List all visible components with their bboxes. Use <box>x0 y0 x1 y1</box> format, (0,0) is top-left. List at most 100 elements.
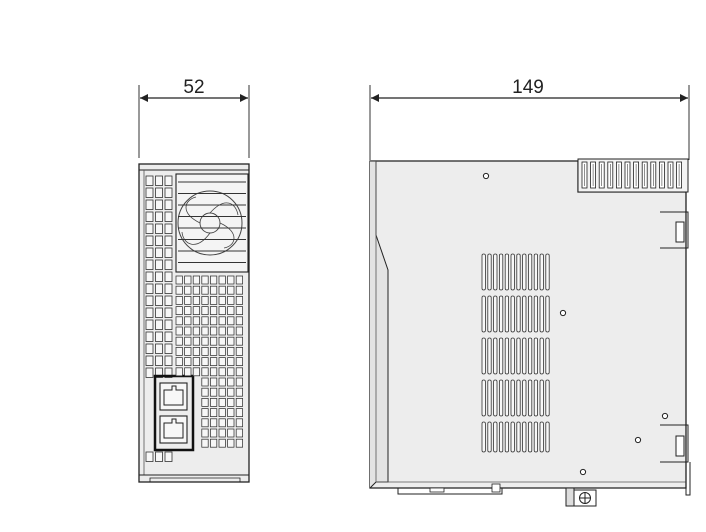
screw-hole <box>559 309 567 317</box>
top-connector <box>577 158 689 193</box>
vent-slot <box>481 253 486 291</box>
vent-slot <box>533 253 539 291</box>
vent-cell <box>155 199 163 210</box>
vent-cell <box>227 408 235 417</box>
vent-cell <box>155 307 163 318</box>
vent-cell <box>201 438 209 448</box>
vent-cell <box>164 187 173 198</box>
vent-cell <box>227 347 235 356</box>
vent-slot <box>487 421 492 453</box>
vent-cell <box>145 223 154 234</box>
vent-cell <box>218 428 226 438</box>
vent-cell <box>210 296 218 305</box>
vent-cell <box>210 326 218 336</box>
vent-slot <box>493 337 498 375</box>
vent-cell <box>235 316 243 326</box>
fan-housing <box>175 173 249 273</box>
vent-cell <box>235 347 243 356</box>
vent-cell <box>210 316 218 326</box>
vent-cell <box>235 285 243 295</box>
vent-slot <box>481 337 486 375</box>
vent-slot <box>545 337 550 375</box>
vent-slot <box>516 421 521 453</box>
vent-cell <box>164 235 173 246</box>
vent-cell <box>164 175 173 186</box>
vent-cell <box>210 398 218 407</box>
vent-cell <box>235 387 243 397</box>
screw-hole <box>482 172 490 180</box>
vent-slot <box>528 421 533 453</box>
vent-cell <box>201 347 209 356</box>
vent-cell <box>210 347 218 356</box>
vent-cell <box>145 247 154 258</box>
vent-cell <box>210 275 218 285</box>
upper-ethernet-port <box>159 382 188 411</box>
vent-cell <box>192 326 200 336</box>
vent-slot <box>522 295 527 333</box>
vent-slot <box>516 253 521 291</box>
vent-slot <box>539 337 544 375</box>
vent-slot <box>481 421 486 453</box>
vent-cell <box>184 316 192 326</box>
vent-cell <box>210 428 218 438</box>
vent-cell <box>210 377 218 387</box>
screw-hole <box>579 468 587 476</box>
vent-slot <box>533 337 539 375</box>
vent-cell <box>184 367 192 377</box>
vent-cell <box>175 306 183 315</box>
lower-ethernet-port <box>159 415 188 444</box>
vent-cell <box>155 211 163 222</box>
vent-cell <box>192 357 200 366</box>
vent-cell <box>175 336 183 346</box>
vent-cell <box>235 438 243 448</box>
vent-cell <box>145 199 154 210</box>
vent-cell <box>145 211 154 222</box>
vent-slot <box>528 337 533 375</box>
vent-cell <box>218 326 226 336</box>
vent-cell <box>164 295 173 306</box>
vent-slot <box>493 421 498 453</box>
vent-cell <box>201 398 209 407</box>
vent-cell <box>218 316 226 326</box>
vent-cell <box>184 285 192 295</box>
vent-cell <box>175 357 183 366</box>
vent-slot <box>481 295 486 333</box>
vent-slot <box>533 379 539 417</box>
vent-cell <box>201 306 209 315</box>
vent-cell <box>192 347 200 356</box>
vent-cell <box>155 367 163 378</box>
vent-cell <box>218 387 226 397</box>
vent-cell <box>184 306 192 315</box>
vent-cell <box>145 187 154 198</box>
vent-cell <box>184 336 192 346</box>
vent-cell <box>145 295 154 306</box>
vent-slot <box>528 253 533 291</box>
vent-cell <box>145 175 154 186</box>
vent-cell <box>192 275 200 285</box>
vent-cell <box>218 398 226 407</box>
vent-cell <box>164 343 173 354</box>
vent-cell <box>155 451 163 462</box>
vent-cell <box>235 398 243 407</box>
vent-cell <box>192 336 200 346</box>
side-vent-slots <box>481 253 550 453</box>
vent-cell <box>164 451 173 462</box>
vent-cell <box>145 283 154 294</box>
vent-cell <box>164 367 173 378</box>
vent-slot <box>493 379 498 417</box>
vent-cell <box>201 367 209 377</box>
width-label: 52 <box>183 77 204 98</box>
vent-cell <box>145 451 154 462</box>
depth-label: 149 <box>512 77 544 98</box>
vent-slot <box>504 379 510 417</box>
vent-cell <box>184 347 192 356</box>
vent-cell <box>164 307 173 318</box>
vent-cell <box>175 316 183 326</box>
vent-cell <box>235 336 243 346</box>
screw-hole <box>634 436 642 444</box>
vent-cell <box>201 336 209 346</box>
vent-slot <box>498 379 504 417</box>
vent-slot <box>498 421 504 453</box>
vent-cell <box>155 271 163 282</box>
vent-cell <box>235 306 243 315</box>
